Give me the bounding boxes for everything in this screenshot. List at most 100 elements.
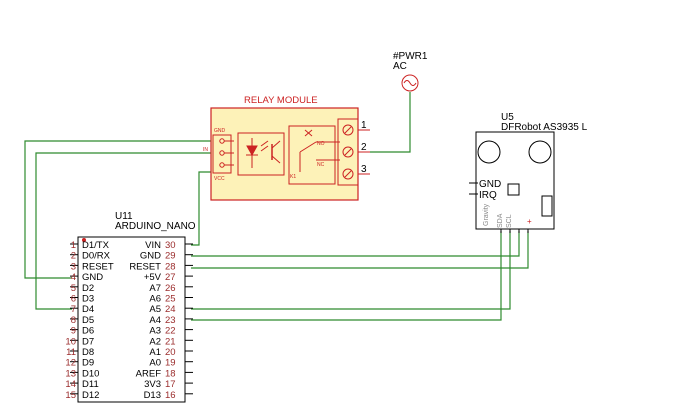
pin-label: A4: [149, 315, 161, 326]
nano-pin-1[interactable]: 1 D1/TX: [70, 240, 110, 251]
pin-label: GND: [82, 272, 103, 283]
pin-number: 23: [165, 315, 176, 326]
pin-number: 8: [71, 315, 76, 326]
nano-pin-2[interactable]: 2 D0/RX: [70, 251, 111, 262]
ac-power-source[interactable]: #PWR1 AC: [393, 51, 428, 92]
pin-number: 17: [165, 379, 176, 390]
wire-gnd-to-relay: [24, 140, 213, 279]
pin-label: D2: [82, 283, 94, 294]
pin-label: D4: [82, 304, 94, 315]
ac-source-symbol: [401, 74, 419, 92]
svg-text:SCL: SCL: [506, 214, 513, 228]
sensor-pin-irq: IRQ: [479, 190, 497, 201]
relay-in-pin-gnd: GND: [214, 128, 226, 134]
pin-label: 3V3: [144, 379, 161, 390]
relay-title: RELAY MODULE: [244, 95, 318, 106]
nano-pin-23[interactable]: A4 23: [149, 315, 193, 326]
wire-gnd-to-sensor: [191, 231, 520, 257]
relay-switch: [288, 125, 336, 185]
nano-pin-12[interactable]: 12 D9: [65, 358, 94, 369]
pin-label: D6: [82, 326, 94, 337]
pin-label: A2: [149, 336, 161, 347]
pin-label: A1: [149, 347, 161, 358]
pin-number: 14: [65, 379, 76, 390]
relay-in-pin-in: IN: [203, 147, 208, 153]
pin1-marker: [82, 238, 86, 242]
pin-label: D3: [82, 294, 94, 305]
pin-label: D5: [82, 315, 94, 326]
svg-text:+: +: [527, 217, 532, 226]
relay-input-header: [212, 134, 232, 174]
pin-number: 2: [71, 251, 76, 262]
pin-label: VIN: [145, 240, 161, 251]
as3935-sensor[interactable]: U5 DFRobot AS3935 L GND IRQ Gravity SDA …: [469, 112, 588, 233]
pin-number: 7: [71, 304, 76, 315]
pin-number: 12: [65, 358, 76, 369]
relay-in-pin-vcc: VCC: [214, 176, 225, 182]
pin-number: 10: [65, 336, 76, 347]
nano-pin-10[interactable]: 10 D7: [65, 336, 94, 347]
pin-number: 24: [165, 304, 176, 315]
relay-out-pin-2: 2: [361, 142, 367, 153]
wire-5v-to-sensor: [191, 231, 529, 269]
relay-out-pin-1: 1: [361, 120, 367, 131]
pin-label: D9: [82, 358, 94, 369]
pin-label: D11: [82, 379, 99, 390]
optocoupler: [237, 132, 285, 176]
nano-name: ARDUINO_NANO: [115, 221, 196, 232]
pin-label: D8: [82, 347, 94, 358]
nano-ref: U11: [115, 211, 133, 222]
nano-pin-8[interactable]: 8 D5: [70, 315, 94, 326]
nano-body: [77, 236, 186, 403]
sensor-chip: [507, 183, 520, 196]
pin-label: D1/TX: [82, 240, 110, 251]
pin-number: 1: [71, 240, 76, 251]
nano-pin-30[interactable]: VIN 30: [145, 240, 193, 251]
nano-pin-22[interactable]: A3 22: [149, 326, 193, 337]
pin-label: D12: [82, 390, 99, 401]
sensor-pin-gnd: GND: [479, 179, 501, 190]
nano-pin-14[interactable]: 14 D11: [65, 379, 98, 390]
relay-module[interactable]: RELAY MODULE GND IN VCC NO NC K1: [203, 95, 370, 201]
wire-a4-to-sensor: [191, 231, 502, 321]
pin-number: 6: [71, 294, 76, 305]
pin-label: D7: [82, 336, 94, 347]
pin-label: D13: [144, 390, 161, 401]
pin-number: 26: [165, 283, 176, 294]
pin-label: A3: [149, 326, 161, 337]
pin-label: D0/RX: [82, 251, 111, 262]
pin-number: 30: [165, 240, 176, 251]
power-type: AC: [393, 61, 407, 72]
wire-a5-to-sensor: [191, 231, 511, 310]
pin-number: 4: [71, 272, 76, 283]
nano-pin-17[interactable]: 3V3 17: [144, 379, 193, 390]
relay-out-pin-3: 3: [361, 164, 367, 175]
pin-number: 22: [165, 326, 176, 337]
pin-number: 25: [165, 294, 176, 305]
relay-contact-nc: NC: [317, 162, 325, 168]
nano-pin-6[interactable]: 6 D3: [70, 294, 94, 305]
nano-pin-4[interactable]: 4 GND: [70, 272, 103, 283]
sensor-connector: [541, 195, 553, 217]
nano-pin-7[interactable]: 7 D4: [70, 304, 94, 315]
